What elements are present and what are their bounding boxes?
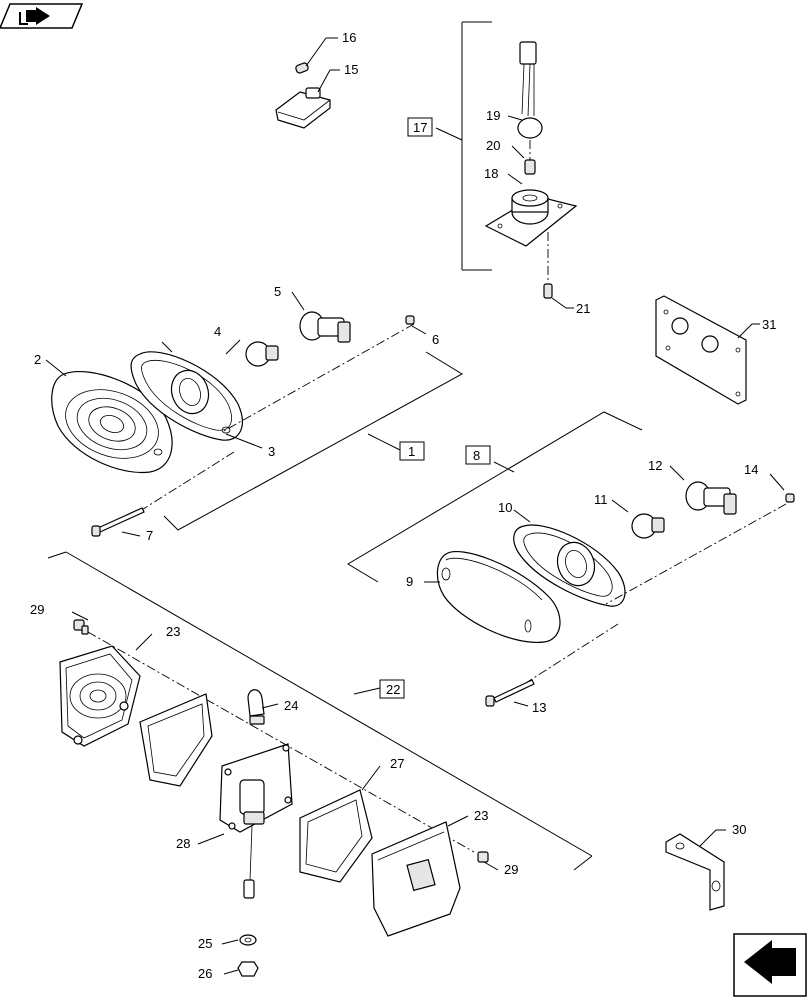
part-9-lens bbox=[436, 550, 561, 643]
group-22-outline bbox=[47, 551, 593, 871]
callout-23-bottom: 23 bbox=[474, 808, 488, 823]
callout-28: 28 bbox=[176, 836, 190, 851]
group-8-outline bbox=[347, 411, 643, 583]
callout-23-top: 23 bbox=[166, 624, 180, 639]
part-26-nut bbox=[237, 961, 259, 977]
label-box-17 bbox=[407, 117, 433, 137]
group-17-bracket bbox=[435, 21, 492, 271]
callout-6: 6 bbox=[432, 332, 439, 347]
part-6-nut bbox=[405, 315, 415, 325]
callout-31: 31 bbox=[762, 317, 776, 332]
part-5-socket bbox=[299, 311, 351, 343]
callout-16: 16 bbox=[342, 30, 356, 45]
part-24-bulb bbox=[247, 689, 265, 725]
part-4-bulb bbox=[245, 341, 279, 367]
callout-8: 8 bbox=[473, 448, 480, 463]
callout-17: 17 bbox=[413, 120, 427, 135]
part-19-20-harness bbox=[517, 41, 543, 175]
callout-2: 2 bbox=[34, 352, 41, 367]
callout-3: 3 bbox=[268, 444, 275, 459]
group-1-outline bbox=[161, 341, 463, 531]
callout-24: 24 bbox=[284, 698, 298, 713]
part-25-washer bbox=[239, 934, 257, 946]
part-30-bracket bbox=[665, 833, 725, 911]
part-29-screw-top bbox=[73, 619, 89, 635]
part-18-socket-plate bbox=[484, 189, 578, 247]
part-2-lens bbox=[51, 370, 173, 474]
part-31-bracket-plate bbox=[655, 295, 747, 405]
next-page-arrow-icon[interactable] bbox=[733, 933, 807, 997]
callout-22: 22 bbox=[386, 682, 400, 697]
label-box-1 bbox=[399, 441, 425, 461]
part-10-housing bbox=[513, 524, 626, 607]
callout-29-top: 29 bbox=[30, 602, 44, 617]
callout-18: 18 bbox=[484, 166, 498, 181]
part-7-screw bbox=[91, 507, 145, 537]
callout-26: 26 bbox=[198, 966, 212, 981]
callout-4: 4 bbox=[214, 324, 221, 339]
part-12-socket bbox=[685, 481, 737, 515]
callout-1: 1 bbox=[408, 444, 415, 459]
callout-19: 19 bbox=[486, 108, 500, 123]
part-11-bulb bbox=[631, 513, 665, 539]
callout-13: 13 bbox=[532, 700, 546, 715]
part-28-lamp-base bbox=[219, 743, 293, 899]
callout-11: 11 bbox=[594, 492, 608, 507]
arrow-right-icon[interactable] bbox=[0, 3, 84, 29]
callout-12: 12 bbox=[648, 458, 662, 473]
part-23-front-lens bbox=[59, 645, 141, 747]
part-23-rear-cover bbox=[371, 821, 461, 937]
part-14-nut bbox=[785, 493, 795, 503]
callout-15: 15 bbox=[344, 62, 358, 77]
callout-20: 20 bbox=[486, 138, 500, 153]
callout-21: 21 bbox=[576, 301, 590, 316]
callout-29-bottom: 29 bbox=[504, 862, 518, 877]
part-13-screw bbox=[485, 679, 535, 707]
callout-7: 7 bbox=[146, 528, 153, 543]
label-box-8 bbox=[465, 445, 491, 465]
callout-9: 9 bbox=[406, 574, 413, 589]
part-gasket-left bbox=[139, 693, 213, 787]
callout-30: 30 bbox=[732, 822, 746, 837]
part-15-16-connector bbox=[275, 62, 331, 129]
callout-10: 10 bbox=[498, 500, 512, 515]
callout-5: 5 bbox=[274, 284, 281, 299]
label-box-22 bbox=[379, 679, 405, 699]
part-29-screw-bottom bbox=[477, 851, 489, 863]
part-27-gasket-right bbox=[299, 789, 373, 883]
callout-27: 27 bbox=[390, 756, 404, 771]
part-21-screw bbox=[543, 283, 553, 299]
callout-14: 14 bbox=[744, 462, 758, 477]
part-3-housing bbox=[130, 351, 243, 441]
callout-25: 25 bbox=[198, 936, 212, 951]
